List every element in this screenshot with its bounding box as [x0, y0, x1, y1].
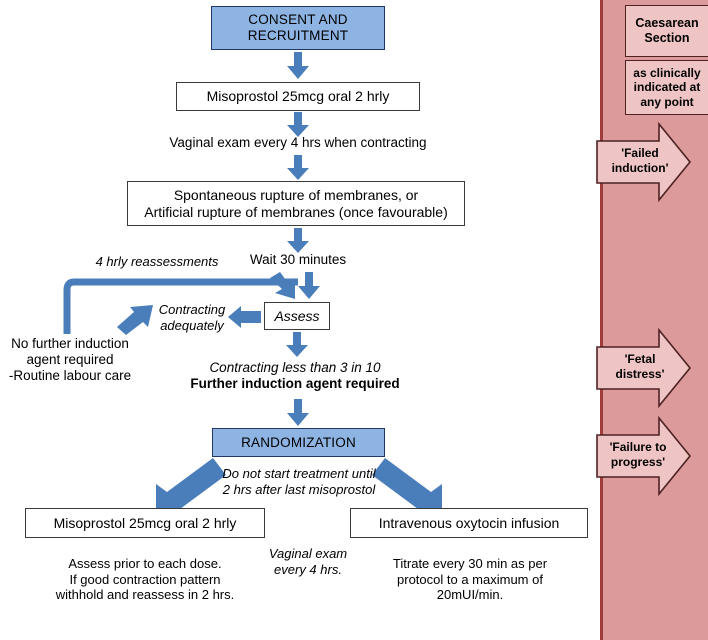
node-arm-oxytocin-label: Intravenous oxytocin infusion — [378, 514, 560, 531]
node-randomization: RANDOMIZATION — [212, 428, 385, 457]
sidebar-box-as-clinically-indicated: as clinically indicated at any point — [625, 60, 708, 115]
loop-connector-reassessment — [63, 278, 298, 334]
caesarean-sidebar-panel: Caesarean Section as clinically indicate… — [600, 0, 708, 640]
arrow-loop-into-assess — [270, 272, 295, 299]
label-no-further-line-2: agent required — [26, 352, 114, 368]
arrow-wait-to-assess — [298, 272, 320, 299]
label-arm-right-note-line-2: protocol to a maximum of — [397, 571, 543, 587]
arrow-rupture-to-wait — [287, 228, 309, 253]
node-arm-oxytocin: Intravenous oxytocin infusion — [350, 508, 588, 538]
label-contracting-adequately-line-1: Contracting — [158, 302, 226, 317]
label-do-not-start-line-1: Do not start treatment until — [222, 466, 376, 481]
label-arm-right-note-line-1: Titrate every 30 min as per — [392, 556, 548, 571]
label-do-not-start-line-2: 2 hrs after last misoprostol — [222, 481, 376, 497]
label-vaginal-exam-note: Vaginal exam every 4 hrs. — [262, 546, 354, 577]
sidebar-box-caesarean-section: Caesarean Section — [625, 5, 708, 57]
label-contracting-adequately-line-2: adequately — [160, 317, 224, 333]
label-vaginal-exam-text: Vaginal exam every 4 hrs when contractin… — [169, 135, 427, 150]
label-arm-left-note-line-2: If good contraction pattern — [69, 571, 221, 587]
node-misoprostol-top: Misoprostol 25mcg oral 2 hrly — [176, 82, 420, 111]
arrow-randomization-to-right-arm — [372, 458, 442, 517]
node-assess: Assess — [264, 302, 330, 330]
label-no-further-induction: No further induction agent required -Rou… — [0, 336, 140, 385]
arrow-to-no-further-induction — [117, 305, 153, 335]
node-consent-recruitment-label: CONSENT AND RECRUITMENT — [247, 12, 349, 43]
label-wait-text: Wait 30 minutes — [249, 252, 347, 267]
node-rupture-line-1: Spontaneous rupture of membranes, or — [173, 186, 419, 203]
node-consent-recruitment: CONSENT AND RECRUITMENT — [211, 6, 385, 50]
sidebar-as-clinically-line-3: any point — [640, 94, 694, 109]
label-arm-left-note-line-1: Assess prior to each dose. — [68, 556, 222, 571]
label-contracting-adequately: Contracting adequately — [155, 302, 229, 333]
label-arm-right-note-line-3: 20mUI/min. — [436, 587, 504, 603]
arrow-to-randomization — [287, 399, 309, 426]
label-no-further-line-1: No further induction — [11, 336, 129, 351]
label-no-further-line-3: -Routine labour care — [8, 368, 132, 384]
sidebar-arrow-failure-to-progress — [596, 415, 692, 497]
node-rupture-of-membranes: Spontaneous rupture of membranes, or Art… — [127, 181, 465, 226]
node-assess-label: Assess — [274, 307, 320, 324]
arrow-assess-to-contracting-adequately — [228, 306, 261, 328]
node-arm-misoprostol: Misoprostol 25mcg oral 2 hrly — [25, 508, 265, 538]
node-randomization-label: RANDOMIZATION — [241, 434, 356, 450]
node-rupture-line-2: Artificial rupture of membranes (once fa… — [144, 203, 448, 220]
sidebar-arrow-fetal-distress — [596, 327, 692, 409]
label-arm-oxytocin-note: Titrate every 30 min as per protocol to … — [372, 556, 568, 603]
label-arm-misoprostol-note: Assess prior to each dose. If good contr… — [42, 556, 248, 603]
label-4-hrly-reassessments: 4 hrly reassessments — [62, 254, 252, 270]
label-reassessments-text: 4 hrly reassessments — [95, 254, 219, 269]
sidebar-caesarean-line-2: Section — [644, 31, 690, 45]
label-do-not-start-treatment: Do not start treatment until 2 hrs after… — [196, 466, 402, 497]
node-misoprostol-top-label: Misoprostol 25mcg oral 2 hrly — [206, 88, 390, 105]
label-vaginal-exam-every-4hrs: Vaginal exam every 4 hrs when contractin… — [148, 135, 448, 151]
label-contracting-less-text: Contracting less than 3 in 10 — [209, 360, 381, 375]
label-middle-note-line-1: Vaginal exam — [268, 546, 348, 561]
arrow-assess-down — [286, 332, 308, 357]
arrow-consent-to-misoprostol — [287, 52, 309, 79]
label-further-induction-text: Further induction agent required — [190, 376, 400, 392]
label-wait-30-minutes: Wait 30 minutes — [233, 252, 363, 268]
sidebar-arrow-failed-induction — [596, 121, 692, 203]
label-middle-note-line-2: every 4 hrs. — [274, 561, 342, 577]
label-arm-left-note-line-3: withhold and reassess in 2 hrs. — [55, 587, 235, 603]
sidebar-as-clinically-line-1: as clinically — [633, 65, 701, 80]
arrow-randomization-to-left-arm — [156, 458, 226, 517]
label-contracting-less-than-3-in-10: Contracting less than 3 in 10 Further in… — [170, 360, 420, 392]
arrow-misoprostol-to-vaginal-exam — [287, 112, 309, 137]
node-arm-misoprostol-label: Misoprostol 25mcg oral 2 hrly — [53, 514, 237, 531]
sidebar-as-clinically-line-2: indicated at — [633, 80, 701, 95]
sidebar-caesarean-line-1: Caesarean — [635, 16, 699, 30]
arrow-vaginal-exam-to-rupture — [287, 155, 309, 180]
